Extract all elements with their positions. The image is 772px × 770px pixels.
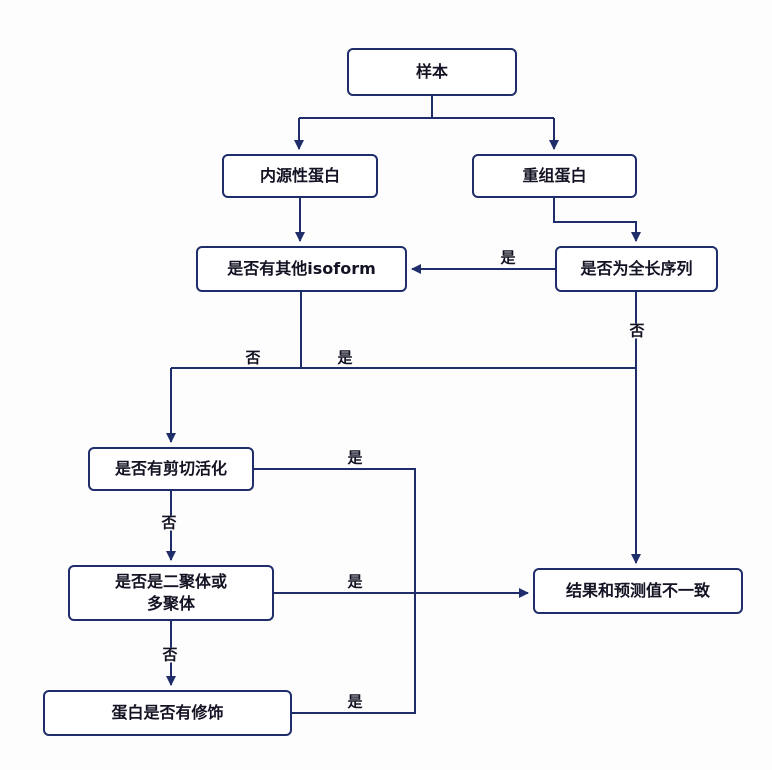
node-protein-modification-label: 蛋白是否有修饰 <box>111 703 224 723</box>
node-full-length-sequence: 是否为全长序列 <box>555 246 718 292</box>
node-endogenous-protein: 内源性蛋白 <box>222 154 378 198</box>
node-sample: 样本 <box>347 48 517 96</box>
edge-label-cleavage-yes: 是 <box>347 448 363 467</box>
node-cleavage-activation: 是否有剪切活化 <box>88 447 254 491</box>
node-recombinant-protein: 重组蛋白 <box>472 154 637 198</box>
node-cleavage-activation-label: 是否有剪切活化 <box>114 459 227 479</box>
node-result-mismatch-label: 结果和预测值不一致 <box>565 581 710 601</box>
edge-label-modification-yes: 是 <box>347 692 363 711</box>
node-full-length-sequence-label: 是否为全长序列 <box>580 259 693 279</box>
node-result-mismatch: 结果和预测值不一致 <box>533 568 743 614</box>
edge-label-isoform-no: 否 <box>245 348 261 367</box>
edge-label-fulllength-no: 否 <box>627 321 647 340</box>
connector-recombinant-fulllength <box>553 198 641 242</box>
edge-label-cleavage-no: 否 <box>159 513 179 532</box>
node-dimer-polymer: 是否是二聚体或多聚体 <box>68 565 274 621</box>
node-sample-label: 样本 <box>415 62 448 82</box>
connector-sample-split <box>299 96 554 119</box>
edge-label-dimer-no: 否 <box>160 645 180 664</box>
edge-label-fulllength-yes: 是 <box>500 248 516 267</box>
node-protein-modification: 蛋白是否有修饰 <box>43 690 292 736</box>
edge-label-isoform-yes: 是 <box>337 348 353 367</box>
node-endogenous-protein-label: 内源性蛋白 <box>259 166 340 186</box>
connector-yes-bracket <box>254 468 416 714</box>
node-dimer-polymer-label: 是否是二聚体或多聚体 <box>114 572 227 613</box>
node-other-isoform-label: 是否有其他isoform <box>227 259 376 279</box>
node-other-isoform: 是否有其他isoform <box>196 246 407 292</box>
edge-label-dimer-yes: 是 <box>347 572 363 591</box>
node-recombinant-protein-label: 重组蛋白 <box>522 166 587 186</box>
